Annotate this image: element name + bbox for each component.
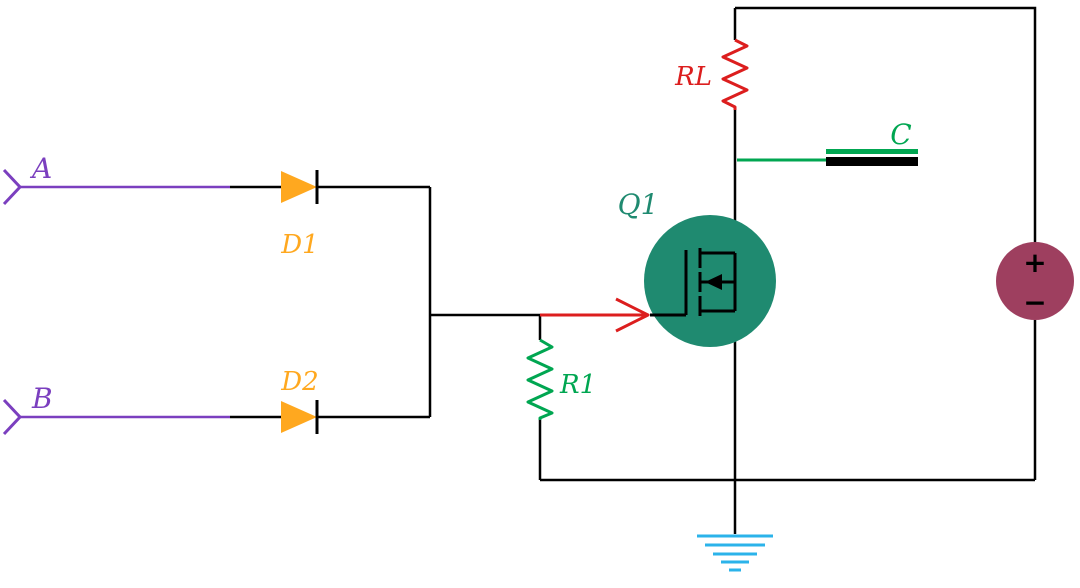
- input-b-label: B: [31, 382, 53, 415]
- input-b-arrow-icon: [2, 398, 23, 436]
- diode-d1-label: D1: [280, 230, 318, 260]
- input-b: B: [2, 382, 230, 436]
- gate-resistor-r1: R1: [526, 338, 596, 420]
- voltage-source-minus: −: [1023, 286, 1046, 319]
- diode-d2-triangle-icon: [281, 401, 317, 433]
- r1-zigzag-icon: [526, 338, 554, 420]
- capacitor-label: C: [890, 118, 911, 151]
- gate-arrowhead-icon: [615, 297, 650, 333]
- r1-label: R1: [559, 370, 596, 400]
- voltage-source-circle: [996, 242, 1074, 320]
- capacitor-plate-bottom: [826, 157, 918, 166]
- q1-mosfet-symbol-icon: [650, 248, 737, 317]
- gate-drive-arrow: [540, 297, 650, 333]
- input-a: A: [2, 152, 230, 206]
- wire-top-rail: [735, 6, 1037, 242]
- load-resistor-rl: RL: [674, 38, 749, 110]
- input-a-arrow-icon: [2, 168, 23, 206]
- diode-d2-label: D2: [280, 367, 318, 397]
- diode-d2: D2: [280, 367, 319, 434]
- input-a-label: A: [29, 152, 52, 185]
- voltage-source-plus: +: [1023, 246, 1046, 279]
- wires: [230, 6, 1037, 534]
- rl-zigzag-icon: [721, 38, 749, 110]
- transistor-q1: Q1: [618, 188, 776, 347]
- diode-d1: D1: [280, 170, 319, 260]
- q1-label: Q1: [618, 188, 659, 221]
- ground-icon: [697, 534, 773, 572]
- capacitor-c: C: [737, 118, 918, 166]
- capacitor-plate-top: [826, 149, 918, 154]
- diode-d1-triangle-icon: [281, 171, 317, 203]
- voltage-source: + −: [996, 242, 1074, 320]
- rl-label: RL: [674, 62, 712, 92]
